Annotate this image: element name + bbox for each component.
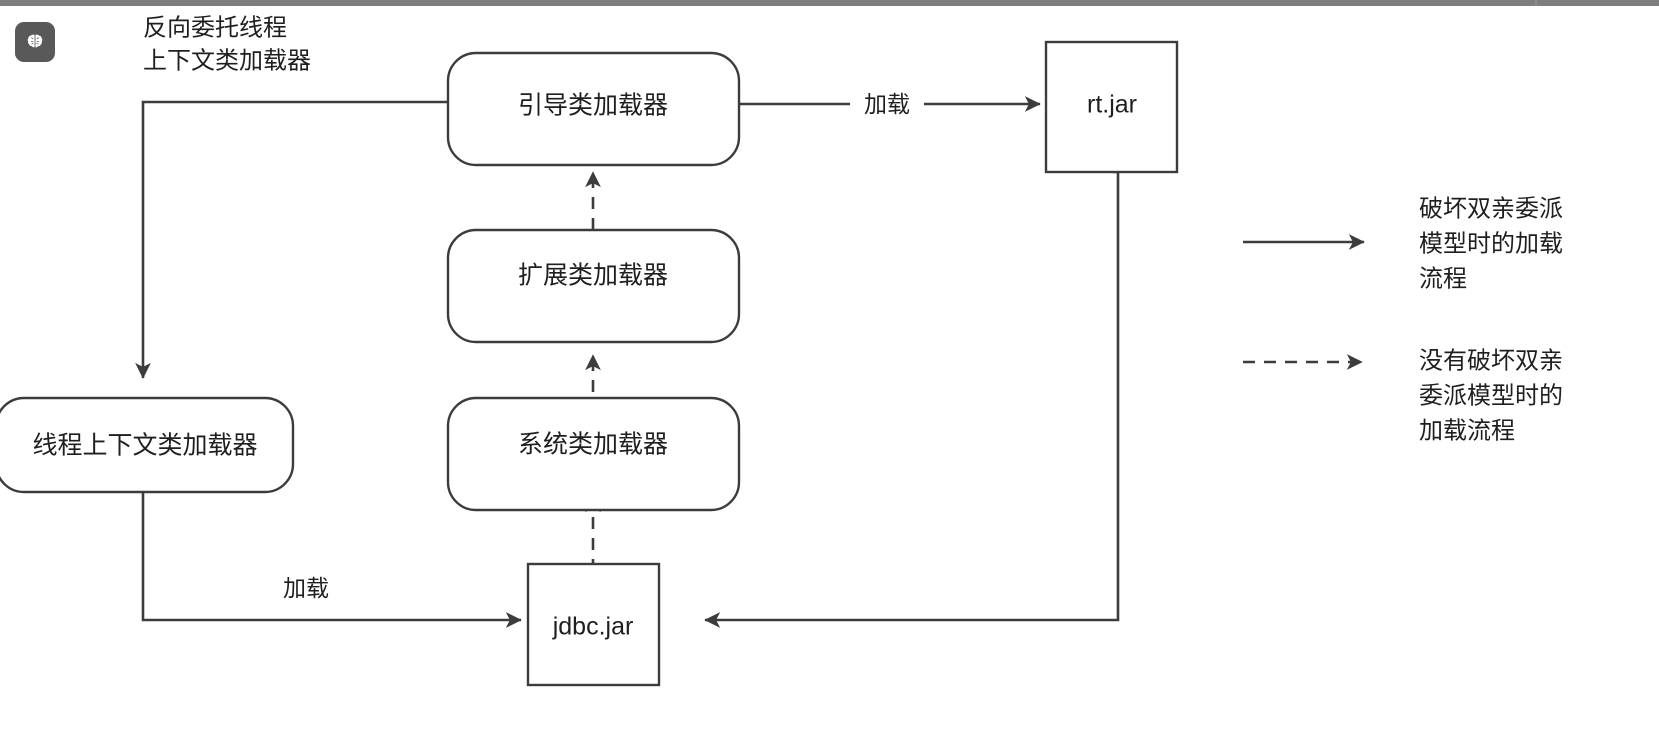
legend: 破坏双亲委派 模型时的加载 流程 没有破坏双亲 委派模型时的 加载流程 [1243, 195, 1563, 444]
edge-rtjar-to-jdbcjar [704, 170, 1120, 628]
node-jdbc-jar-label: jdbc.jar [552, 613, 634, 641]
legend-dashed-label-line3: 加载流程 [1419, 417, 1515, 444]
legend-solid-label-line1: 破坏双亲委派 [1419, 195, 1563, 222]
legend-item-solid: 破坏双亲委派 模型时的加载 流程 [1243, 195, 1563, 292]
node-bootstrap-loader-label: 引导类加载器 [518, 92, 668, 120]
node-bootstrap-loader-shape [446, 51, 741, 167]
top-bar-seam [1535, 0, 1537, 6]
brain-icon-button[interactable] [15, 22, 55, 62]
node-rt-jar[interactable]: rt.jar [1044, 40, 1179, 174]
node-jdbc-jar-shape [526, 562, 661, 687]
node-extension-loader-label: 扩展类加载器 [518, 262, 668, 290]
node-thread-context-loader[interactable]: 线程上下文类加载器 [0, 396, 295, 494]
node-jdbc-jar[interactable]: jdbc.jar [526, 562, 661, 687]
legend-item-dashed: 没有破坏双亲 委派模型时的 加载流程 [1243, 347, 1563, 444]
node-extension-loader-shape [446, 228, 741, 344]
legend-solid-label-line3: 流程 [1419, 265, 1467, 292]
node-system-loader[interactable]: 系统类加载器 [446, 396, 741, 512]
node-extension-loader[interactable]: 扩展类加载器 [446, 228, 741, 344]
legend-dashed-label-line1: 没有破坏双亲 [1419, 347, 1563, 374]
edge-label-load-rtjar: 加载 [850, 89, 924, 119]
window-top-bar [0, 0, 1659, 6]
reverse-delegation-note-line1: 反向委托线程 [143, 14, 287, 41]
edge-label-load-rtjar-text: 加载 [864, 91, 910, 117]
legend-solid-label-line2: 模型时的加载 [1419, 230, 1563, 257]
node-thread-context-loader-label: 线程上下文类加载器 [32, 432, 257, 460]
legend-dashed-label-line2: 委派模型时的 [1419, 382, 1563, 409]
brain-icon [25, 32, 45, 52]
node-system-loader-label: 系统类加载器 [518, 431, 668, 459]
node-rt-jar-label: rt.jar [1087, 91, 1137, 119]
edge-label-load-jdbcjar-text: 加载 [283, 575, 329, 601]
reverse-delegation-note-line2: 上下文类加载器 [143, 47, 311, 74]
node-bootstrap-loader[interactable]: 引导类加载器 [446, 51, 741, 167]
node-thread-context-loader-shape [0, 396, 295, 494]
edge-thread-context-to-jdbcjar [141, 492, 522, 628]
node-system-loader-shape [446, 396, 741, 512]
edge-label-load-jdbcjar: 加载 [283, 575, 329, 601]
node-rt-jar-shape [1044, 40, 1179, 174]
edge-bootstrap-to-thread-context [135, 100, 448, 379]
